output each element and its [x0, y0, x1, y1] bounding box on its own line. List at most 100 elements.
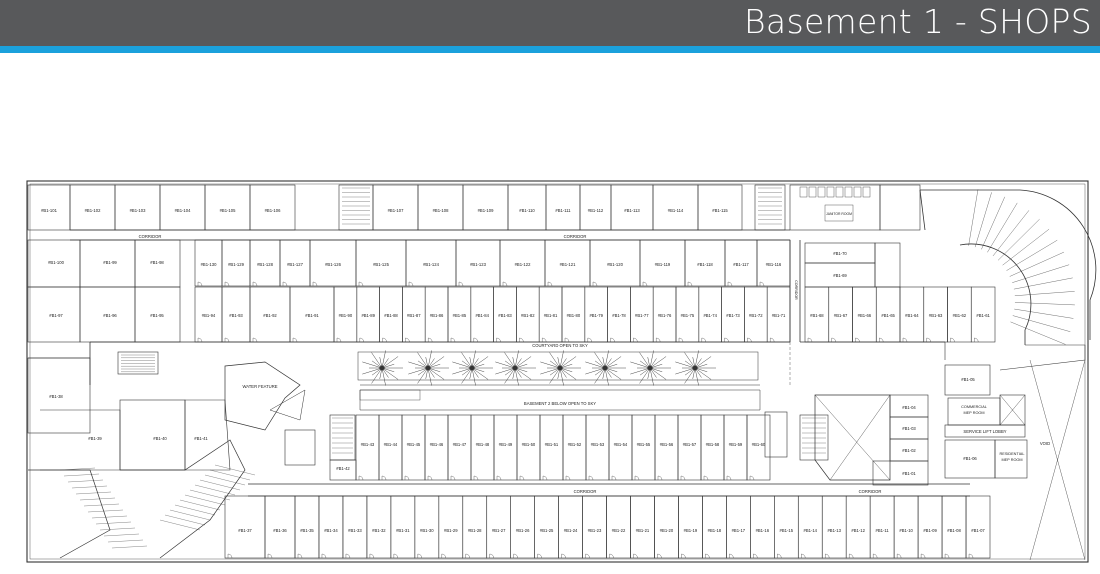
shop-door: [855, 337, 860, 343]
shop-door: [450, 475, 456, 481]
shop-unit: [893, 495, 919, 559]
shop-door: [473, 337, 478, 343]
shop-unit: [40, 409, 121, 471]
shop-label: #B1-52: [568, 442, 582, 447]
shop-label: #B1-98: [150, 260, 164, 265]
shop-unit: [534, 495, 559, 559]
shop-door: [345, 553, 351, 559]
shop-door: [282, 281, 288, 287]
shop-label: #B1-64: [905, 313, 919, 318]
palm-frond: [604, 350, 609, 369]
ramp-stripe: [997, 219, 1040, 261]
shop-label: #B1-103: [130, 208, 147, 213]
page-header: Basement 1 - SHOPS: [0, 0, 1100, 46]
shop-label: #B1-29: [444, 528, 458, 533]
shop-unit: [424, 414, 449, 481]
palm-frond: [684, 367, 696, 384]
palm-frond: [639, 367, 651, 384]
void-label: VOID: [1040, 441, 1050, 446]
shop-label: #B1-41: [194, 436, 208, 441]
shop-label: #B1-119: [655, 262, 671, 267]
shop-door: [561, 553, 566, 559]
shop-label: #B1-20: [660, 528, 674, 533]
shop-door: [312, 281, 318, 287]
ramp-stripe: [981, 196, 1005, 250]
diagonal-stripe: [189, 489, 231, 501]
palm-frond: [452, 367, 473, 375]
diagonal-stripe: [75, 491, 112, 495]
palm-frond: [417, 367, 429, 384]
shop-label: #B1-126: [325, 262, 342, 267]
shop-door: [428, 337, 433, 343]
corridor-label: CORRIDOR: [859, 489, 882, 494]
shop-door: [519, 337, 524, 343]
shop-label: #B1-110: [519, 208, 535, 213]
shop-unit: [700, 414, 725, 481]
shop-door: [770, 337, 775, 343]
shop-door: [807, 337, 813, 343]
toilet-cubicle: [835, 186, 844, 198]
shop-door: [902, 337, 908, 343]
palm-frond: [630, 367, 651, 375]
shop-unit: [941, 495, 967, 559]
ramp-stripe: [968, 189, 979, 246]
shop-unit: [585, 414, 610, 481]
palm-frond: [649, 356, 667, 369]
shop-door: [369, 553, 375, 559]
shop-unit: [510, 495, 535, 559]
toilet-cubicle: [853, 186, 862, 198]
shop-unit: [726, 495, 751, 559]
shop-label: #B1-106: [265, 208, 282, 213]
palm-frond: [427, 367, 432, 386]
diagonal-stripe: [99, 527, 136, 531]
shop-unit: [329, 459, 357, 481]
corridor-label-vertical: CORRIDOR: [794, 280, 798, 300]
palm-frond: [381, 367, 386, 386]
feature-wedge: [269, 389, 306, 421]
palm-frond: [694, 356, 712, 369]
shop-unit: [414, 495, 440, 559]
diagonal-stripe: [107, 539, 144, 543]
palm-frond: [471, 356, 489, 369]
shop-label: #B1-97: [49, 313, 63, 318]
palm-frond: [514, 367, 532, 380]
stair-core: [338, 184, 374, 231]
shop-unit: [119, 399, 186, 471]
shop-door: [592, 281, 598, 287]
lobby: [944, 424, 1026, 438]
shop-label: #B1-92: [263, 313, 277, 318]
shop-label: #B1-117: [733, 262, 749, 267]
shop-door: [321, 553, 327, 559]
shop-label: #B1-27: [492, 528, 506, 533]
shop-label: #B1-105: [220, 208, 237, 213]
shop-label: #B1-71: [772, 313, 786, 318]
palm-trunk: [557, 365, 563, 371]
shop-door: [537, 553, 542, 559]
palm-frond: [514, 367, 519, 386]
palm-frond: [559, 350, 564, 369]
shop-door: [727, 281, 733, 287]
palm-frond: [604, 367, 622, 380]
shop-unit: [746, 414, 771, 481]
shop-door: [297, 553, 303, 559]
palm-frond: [495, 361, 516, 369]
palm-frond: [675, 367, 696, 375]
shop-label: #B1-120: [607, 262, 624, 267]
shop-door: [519, 475, 525, 481]
shop-label: #B1-55: [637, 442, 651, 447]
diagonal-stripe: [179, 499, 221, 511]
shop-door: [408, 281, 414, 287]
shop-unit: [342, 495, 368, 559]
stair-core: [329, 414, 356, 461]
shop-door: [657, 553, 662, 559]
shop-door: [404, 475, 410, 481]
lift-cross: [999, 394, 1026, 426]
corridor-label: CORRIDOR: [139, 234, 162, 239]
shop-door: [703, 475, 709, 481]
palm-frond: [694, 350, 699, 369]
lift-core: [764, 411, 788, 458]
shop-unit: [608, 414, 633, 481]
shop-door: [458, 281, 464, 287]
shop-unit: [630, 495, 655, 559]
planter-strip: [357, 351, 759, 381]
